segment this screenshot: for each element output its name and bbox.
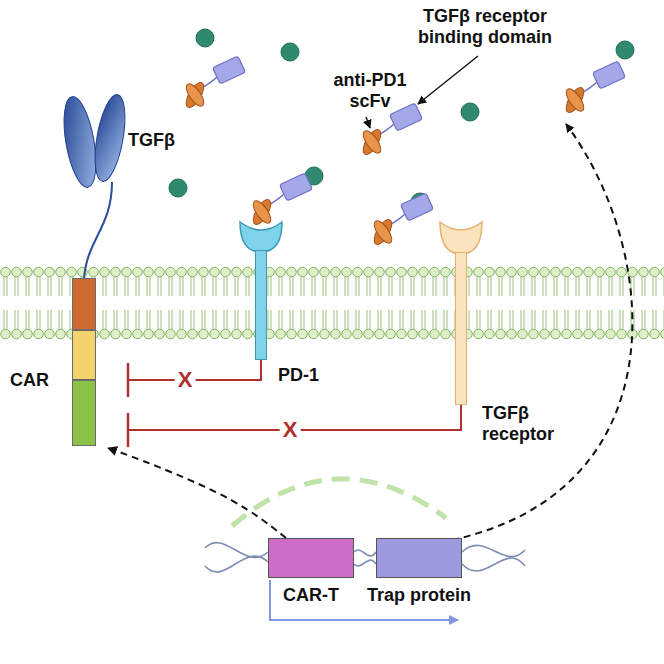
leader-line — [366, 117, 370, 128]
trap-protein — [250, 173, 313, 227]
tgfb-molecules — [169, 29, 634, 211]
molecule-label: TGFβ — [128, 130, 175, 151]
domain-label: anti-PD1 scFv — [322, 70, 418, 111]
cell-membrane — [0, 266, 664, 340]
leader-line — [418, 56, 478, 104]
node-label: PD-1 — [278, 365, 319, 386]
tgfb-receptor: TGFβ receptor — [455, 252, 467, 405]
node-label: TGFβ receptor — [482, 403, 586, 444]
trap-protein — [563, 61, 626, 115]
trap-protein — [183, 56, 246, 110]
car-gene-box: CAR-T — [268, 538, 354, 578]
inhibition-bar — [127, 413, 130, 447]
pd1-cup — [240, 222, 282, 252]
block-mark: X — [175, 369, 196, 391]
trap-protein — [371, 193, 434, 247]
car-scfv — [58, 92, 130, 280]
domain-label: TGFβ receptor binding domain — [408, 6, 562, 47]
pd1-receptor: PD-1 — [255, 250, 267, 360]
tgfb-receptor-cup — [440, 222, 482, 254]
dna-strand — [205, 543, 525, 572]
car-cd3z-domain — [72, 380, 96, 446]
inhibition-bar — [127, 363, 130, 397]
secretion-arrow — [452, 124, 632, 540]
car-costim-domain — [72, 330, 96, 380]
car-transmembrane — [72, 278, 96, 330]
trap-protein — [360, 103, 423, 157]
block-mark: X — [280, 419, 301, 441]
transcription-arc — [232, 479, 446, 526]
car-receptor: CAR — [10, 278, 128, 448]
node-label: CAR-T — [283, 585, 339, 606]
node-label: Trap protein — [367, 585, 471, 606]
node-label: CAR — [10, 370, 49, 391]
trap-gene-box: Trap protein — [376, 538, 462, 578]
expression-arrow — [108, 448, 286, 538]
